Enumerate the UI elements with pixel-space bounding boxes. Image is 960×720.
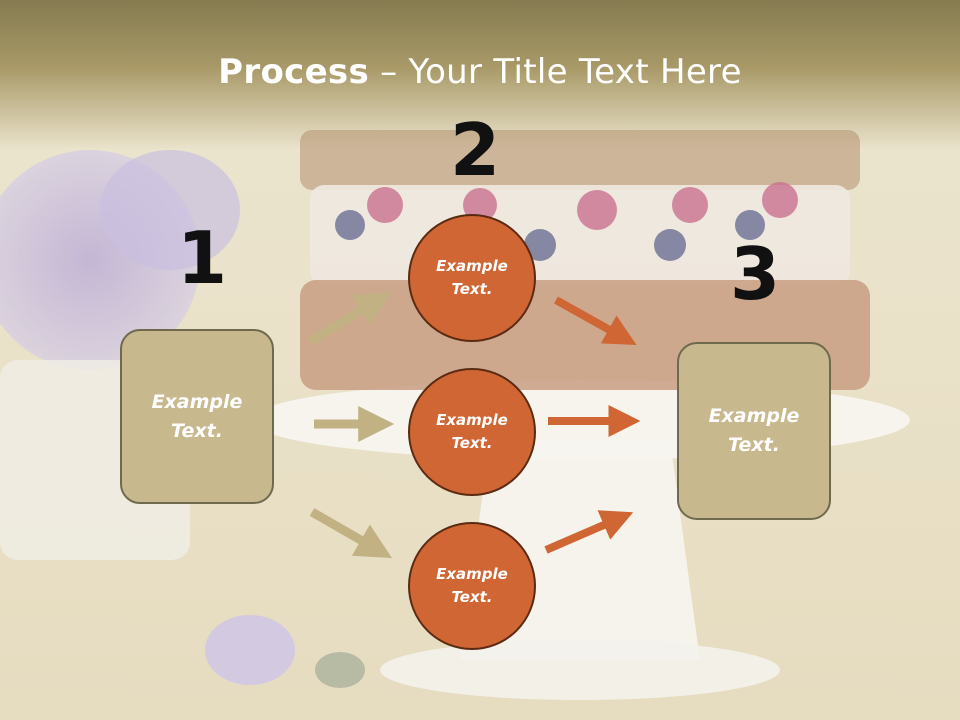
step3-box: Example Text.	[677, 342, 831, 520]
circle-top-line1: Example	[436, 257, 508, 275]
circle-middle-line2: Text.	[451, 434, 493, 452]
step2-circle-top: Example Text.	[408, 214, 536, 342]
title-band	[0, 0, 960, 150]
title-bold: Process	[218, 52, 370, 92]
step-number-3: 3	[730, 232, 781, 316]
circle-middle-line1: Example	[436, 411, 508, 429]
circle-bottom-line2: Text.	[451, 588, 493, 606]
step2-circle-bottom: Example Text.	[408, 522, 536, 650]
step2-circle-middle: Example Text.	[408, 368, 536, 496]
circle-top-line2: Text.	[451, 280, 493, 298]
title-rest: – Your Title Text Here	[369, 52, 742, 92]
step3-box-line1: Example	[708, 405, 800, 427]
step-number-1: 1	[177, 216, 228, 300]
step-number-2: 2	[450, 108, 501, 192]
step3-box-line2: Text.	[728, 434, 780, 456]
step1-box-line1: Example	[151, 390, 243, 413]
slide-title: Process – Your Title Text Here	[0, 52, 960, 92]
step1-box-line2: Text.	[171, 419, 223, 442]
step1-box: Example Text.	[120, 329, 274, 504]
circle-bottom-line1: Example	[436, 565, 508, 583]
